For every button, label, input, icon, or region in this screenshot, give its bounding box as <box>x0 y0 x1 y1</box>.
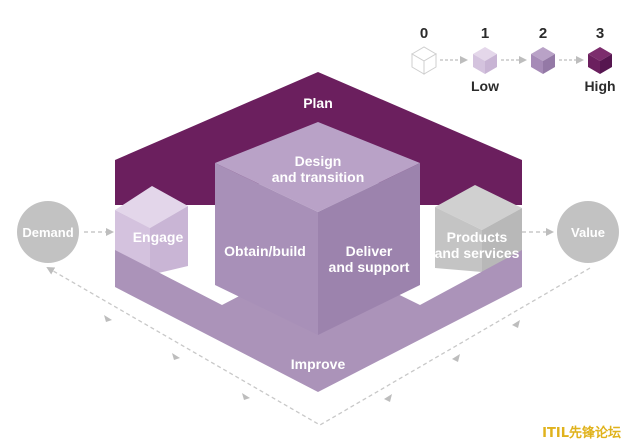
deliver-label-1: Deliver <box>346 243 393 259</box>
central-cube <box>215 122 420 335</box>
watermark: ITIL先锋论坛 <box>542 425 621 441</box>
legend-cube-0 <box>411 46 437 75</box>
design-label-1: Design <box>295 153 342 169</box>
improve-label: Improve <box>291 356 346 372</box>
products-label-2: and services <box>435 245 520 261</box>
legend: 0 1 2 3 Low High <box>411 25 616 94</box>
products-label-1: Products <box>447 229 508 245</box>
feedback-loop-arrows <box>46 267 591 426</box>
legend-cube-3 <box>588 47 612 74</box>
value-label: Value <box>571 225 605 240</box>
legend-level-3: 3 <box>596 25 604 42</box>
plan-label: Plan <box>303 95 333 111</box>
legend-high-label: High <box>584 78 615 94</box>
legend-cube-2 <box>531 47 555 74</box>
design-label-2: and transition <box>272 169 365 185</box>
deliver-label-2: and support <box>329 259 410 275</box>
demand-circle <box>17 201 79 263</box>
legend-level-2: 2 <box>539 25 547 42</box>
obtain-label: Obtain/build <box>224 243 306 259</box>
legend-low-label: Low <box>471 78 499 94</box>
legend-level-0: 0 <box>420 25 428 42</box>
value-circle <box>557 201 619 263</box>
engage-label: Engage <box>133 229 184 245</box>
legend-level-1: 1 <box>481 25 489 42</box>
products-cube <box>435 185 522 272</box>
demand-label: Demand <box>22 225 73 240</box>
legend-cube-1 <box>473 47 497 74</box>
